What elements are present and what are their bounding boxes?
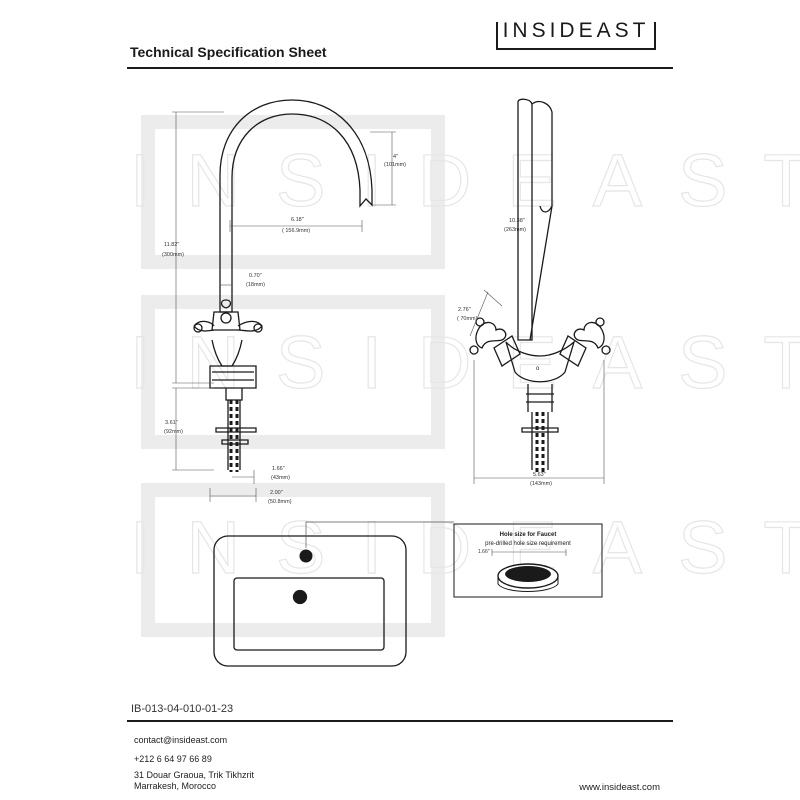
dim-side-width-mm: (143mm) — [530, 481, 552, 487]
dim-side-height: 10.38" — [509, 218, 525, 224]
side-view-faucet: o — [469, 98, 611, 470]
page-title: Technical Specification Sheet — [130, 44, 327, 60]
header-divider — [127, 67, 673, 69]
side-dimension-labels: 10.38" (263mm) 2.76" ( 70mm) 5.63" (143m… — [457, 218, 552, 487]
contact-phone[interactable]: +212 6 64 97 66 89 — [134, 754, 212, 764]
dim-spout-reach: 6.18" — [291, 217, 304, 223]
hole-diameter-label: 1.66" — [478, 549, 490, 555]
front-dimension-labels: 11.82" (300mm) 4" (101mm) 6.18" ( 156.9m… — [162, 154, 406, 505]
dim-shank-width-mm: (43mm) — [271, 475, 290, 481]
dim-neck-mm: (18mm) — [246, 282, 265, 288]
basin-top-view — [213, 535, 407, 667]
hole-panel-title: Hole size for Faucet — [500, 532, 557, 538]
watermark: INSIDEAST INSIDEAST INSIDEAST — [129, 115, 800, 637]
dim-spout-drop-mm: (101mm) — [384, 162, 406, 168]
dim-spout-drop: 4" — [393, 154, 398, 160]
dim-shank: 3.61" — [165, 420, 178, 426]
svg-text:o: o — [536, 366, 540, 372]
contact-address-line1: 31 Douar Graoua, Trik Tikhzrit — [134, 770, 255, 780]
watermark-text-2: INSIDEAST — [130, 321, 800, 404]
dim-side-handle: 2.76" — [458, 307, 471, 313]
dim-shank-mm: (92mm) — [164, 429, 183, 435]
side-dimensions — [469, 289, 605, 484]
hole-size-panel: Hole size for Faucet pre-drilled hole si… — [453, 523, 603, 598]
dim-spout-reach-mm: ( 156.9mm) — [282, 228, 310, 234]
hole-panel-subtitle: pre-drilled hole size requirement — [485, 541, 571, 547]
hole-leader-line — [305, 521, 454, 548]
reference-code: IB-013-04-010-01-23 — [131, 703, 234, 715]
dim-total-height-mm: (300mm) — [162, 252, 184, 258]
dim-total-height: 11.82" — [164, 242, 179, 248]
dim-side-height-mm: (263mm) — [504, 227, 526, 233]
brand-logo-text: INSIDEAST — [498, 20, 654, 42]
front-view-hoses — [229, 400, 239, 472]
dim-side-handle-mm: ( 70mm) — [457, 316, 478, 322]
watermark-text-1: INSIDEAST — [130, 139, 800, 222]
faucet-hole-marker — [299, 549, 313, 563]
footer-divider — [127, 720, 673, 722]
dim-base-width-mm: (50.8mm) — [268, 499, 292, 505]
website-link[interactable]: www.insideast.com — [579, 782, 660, 793]
contact-address-line2: Marrakesh, Morocco — [134, 781, 217, 791]
front-dimensions — [172, 111, 396, 502]
front-view-faucet — [193, 99, 373, 470]
dim-base-width: 2.00" — [270, 490, 283, 496]
contact-email[interactable]: contact@insideast.com — [134, 735, 228, 745]
brand-logo: INSIDEAST — [496, 20, 656, 50]
dim-side-width: 5.63" — [533, 472, 546, 478]
dim-shank-width: 1.66" — [272, 466, 285, 472]
watermark-text-3: INSIDEAST — [130, 506, 800, 589]
side-view-hoses — [535, 412, 545, 472]
dim-neck: 0.70" — [249, 273, 262, 279]
